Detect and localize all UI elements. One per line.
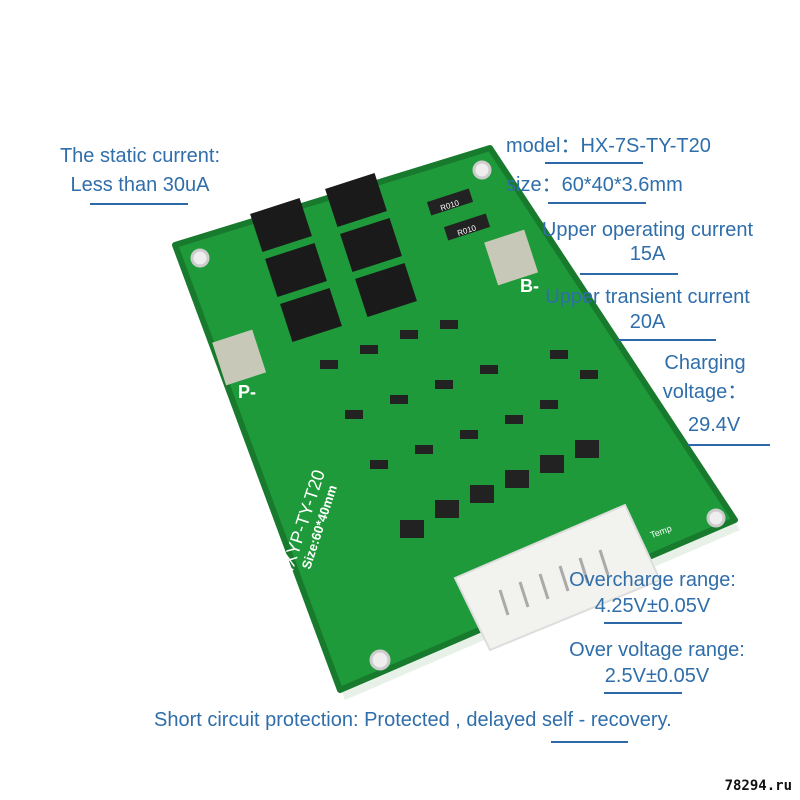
pad-b [484, 229, 539, 286]
model-spec: model：HX-7S-TY-T20 [506, 135, 711, 157]
underline [618, 339, 716, 341]
pad-p-label: P- [238, 382, 256, 402]
connector-pins [498, 549, 610, 616]
watermark: 78294.ru [724, 778, 792, 794]
mosfets [250, 172, 417, 343]
underline [580, 273, 678, 275]
size-spec: size：60*40*3.6mm [506, 174, 683, 196]
pad-b-label: B- [520, 276, 539, 296]
charging-value: 29.4V [688, 414, 741, 436]
upper-transient-value: 20A [629, 311, 666, 333]
underline [545, 162, 643, 164]
pad-p [212, 329, 267, 386]
mount-hole [706, 508, 726, 528]
charging-label-2: voltage： [662, 381, 748, 403]
upper-transient-label: Upper transient current [545, 286, 750, 308]
mount-hole [369, 649, 391, 671]
underline [604, 692, 682, 694]
underline [551, 741, 628, 743]
charging-label-1: Charging [664, 352, 746, 374]
static-current-value: Less than 30uA [70, 174, 210, 196]
overcharge-label: Overcharge range: [569, 569, 736, 591]
shunt-resistor [426, 188, 474, 216]
overcharge-value: 4.25V±0.05V [594, 595, 711, 617]
underline [548, 202, 646, 204]
upper-operating-value: 15A [629, 243, 666, 265]
short-circuit-spec: Short circuit protection: Protected , de… [154, 709, 672, 731]
underline [604, 622, 682, 624]
over-voltage-value: 2.5V±0.05V [604, 665, 710, 687]
upper-operating-label: Upper operating current [541, 219, 754, 241]
static-current-label: The static current: [59, 145, 221, 167]
underline [688, 444, 770, 446]
over-voltage-label: Over voltage range: [569, 639, 745, 661]
mount-hole [190, 248, 210, 268]
underline [90, 203, 188, 205]
mount-hole [472, 160, 492, 180]
smd-components [320, 320, 599, 538]
shunt-resistor [443, 213, 491, 241]
